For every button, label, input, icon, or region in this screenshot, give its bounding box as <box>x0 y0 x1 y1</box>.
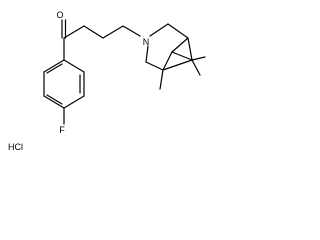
ring-bond-4 <box>43 95 65 109</box>
bicyclic-bond-n-lower <box>145 45 149 63</box>
ring-bond-3 <box>63 95 85 109</box>
nitrogen-atom-label: N <box>143 37 150 47</box>
chemical-structure-diagram: O N F HCl <box>8 10 206 152</box>
hydrochloride-label: HCl <box>8 142 23 152</box>
oxygen-atom-label: O <box>56 10 63 20</box>
gem-dimethyl-bond-2 <box>191 59 201 76</box>
ring-bond-1 <box>63 59 85 73</box>
bicyclic-bond-bridgeheads-b <box>162 59 193 71</box>
fluorine-atom-label: F <box>59 125 65 135</box>
gem-dimethyl-bond-1 <box>191 56 206 61</box>
bicyclic-bond-lower-bridgehead <box>145 61 164 71</box>
bicyclic-bond-n-upper <box>149 23 169 37</box>
chain-bond-2 <box>83 25 104 39</box>
methyl-bond-bridgehead <box>159 69 164 90</box>
bicyclic-bond-back-2 <box>162 51 173 71</box>
ring-bond-6 <box>43 59 65 73</box>
chain-bond-1 <box>63 25 85 39</box>
bicyclic-bond-bridgeheads-a <box>187 37 193 61</box>
chain-bond-3 <box>102 25 124 39</box>
bicyclic-bond-back-1 <box>171 37 189 53</box>
bicyclic-bond-back-3 <box>171 51 193 61</box>
ring-inner-bond-3 <box>46 63 63 74</box>
ring-inner-bond-2 <box>46 94 63 105</box>
bicyclic-bond-upper-bridgehead <box>167 23 189 39</box>
chain-bond-4 <box>122 25 141 37</box>
